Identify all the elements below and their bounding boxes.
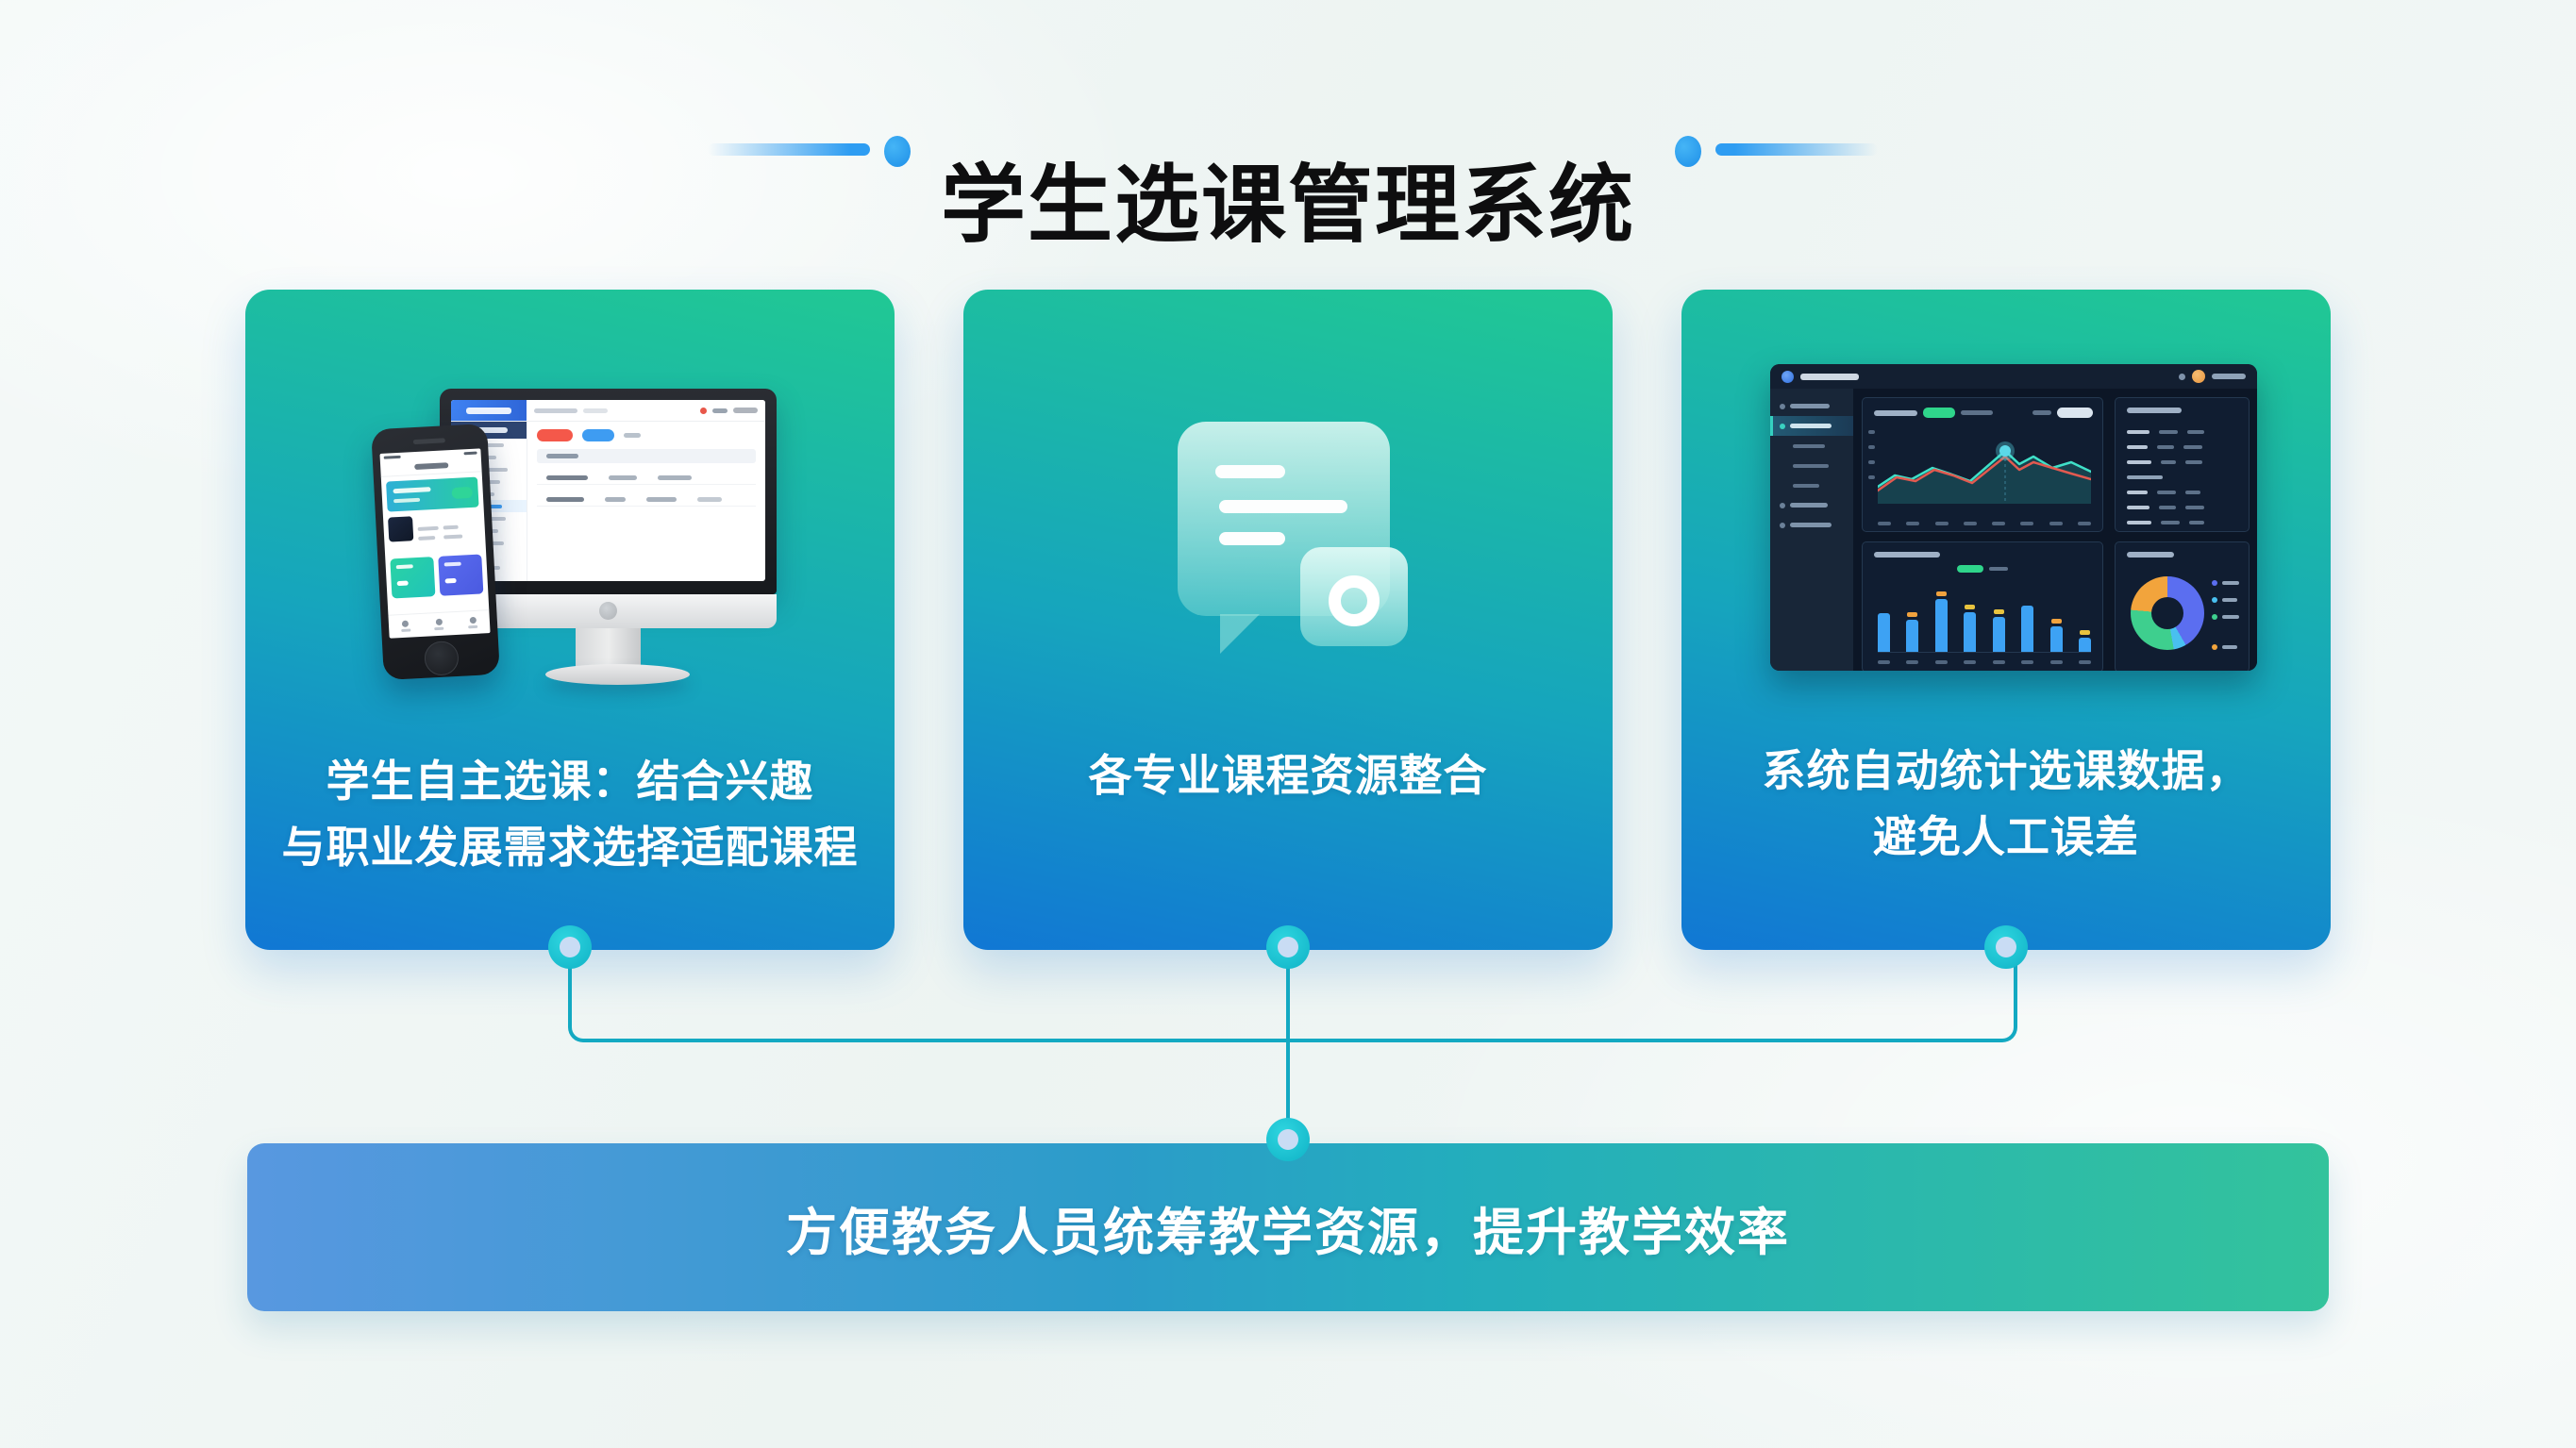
dash-bar [2078,630,2091,652]
line-chart-panel [1862,397,2103,532]
monitor-logo-circle [599,602,617,620]
title-decor-line-left [708,143,870,156]
stats-table-panel [2115,397,2250,532]
line-chart-red [1878,455,2091,492]
title-decor-dot-left [884,136,911,167]
dash-bar-chart [1878,588,2091,653]
card-caption: 系统自动统计选课数据， 避免人工误差 [1762,746,2250,861]
phone-banner [386,476,479,512]
dash-bar [2021,606,2034,652]
dashboard-sidebar [1770,389,1853,671]
admin-topbar [451,400,765,422]
connector-midline [1286,947,1290,1134]
admin-logo [451,400,527,421]
dashboard-header [1770,364,2257,389]
connector-node-middle [1266,925,1310,969]
phone-card-indigo [438,554,484,596]
phone-banner-button [451,486,474,500]
bar-chart-panel [1862,541,2103,671]
connector-node-right [1984,925,2028,969]
card-caption: 学生自主选课：结合兴趣 与职业发展需求选择适配课程 [281,757,859,872]
bar-chart-labels [1878,660,2091,664]
dash-bar [2049,618,2063,652]
feature-card-auto-statistics: 系统自动统计选课数据， 避免人工误差 [1681,290,2331,950]
table-header [537,449,756,463]
highlight-dot [1999,445,2011,457]
donut-legend [2212,580,2239,650]
range-selector [2057,408,2093,418]
donut-chart-panel [2115,541,2250,671]
dashboard-main [1853,389,2257,671]
phone-speaker [412,438,445,445]
connector-node-left [548,925,592,969]
card-caption: 各专业课程资源整合 [1088,751,1488,800]
table-row [537,492,756,507]
phone-stats-row [388,513,481,554]
dash-bar [1964,604,1977,652]
avatar [2192,370,2205,383]
title-decor-line-right [1715,143,1878,156]
phone-home-button [423,640,460,676]
connector-bracket [568,947,2017,1042]
dashboard-mockup [1770,364,2257,671]
dash-bar [1992,609,2005,652]
notification-dot-icon [700,407,707,414]
camera-ring-icon [1329,575,1380,626]
line-chart [1878,441,2091,504]
phone-card-green [390,557,436,599]
bell-icon [2179,373,2185,380]
title-decor-dot-right [1675,136,1701,167]
summary-banner: 方便教务人员统筹教学资源，提升教学效率 [247,1143,2329,1311]
blue-button [582,429,614,441]
feature-card-self-selection: 学生自主选课：结合兴趣 与职业发展需求选择适配课程 [245,290,895,950]
phone-mockup [371,423,500,681]
table-row [537,471,756,485]
monitor-stand [576,628,641,668]
line-chart-area [1878,451,2091,504]
chat-bubble-tail [1220,614,1260,654]
page-title: 学生选课管理系统 [941,158,1635,254]
dash-bar [1906,612,1919,652]
connector-node-banner [1266,1118,1310,1161]
legend-pill [1923,408,1955,418]
monitor-base [545,664,690,685]
summary-banner-text: 方便教务人员统筹教学资源，提升教学效率 [786,1204,1790,1261]
admin-content [527,422,765,581]
phone-thumbnail [388,516,414,542]
dash-donut [2131,576,2204,650]
red-button [537,429,573,441]
dash-bar [1878,613,1890,652]
phone-screen [379,448,491,639]
dash-bar [1934,591,1948,652]
feature-card-resource-integration: 各专业课程资源整合 [963,290,1613,950]
dashboard-sidebar-active-item [1770,416,1853,436]
phone-tabbar [388,609,491,639]
monitor-screen [451,400,765,581]
dashboard-logo-icon [1781,370,1794,383]
